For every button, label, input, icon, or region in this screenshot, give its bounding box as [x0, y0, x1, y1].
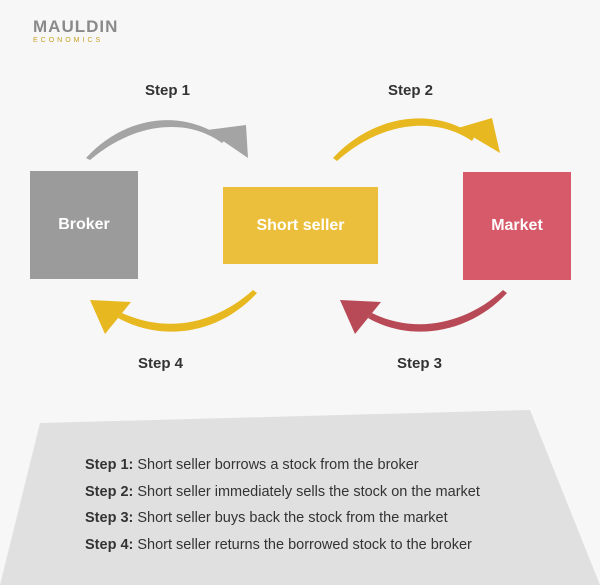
broker-label: Broker	[58, 216, 110, 233]
legend-item: Step 1: Short seller borrows a stock fro…	[85, 452, 480, 479]
legend-text: Short seller buys back the stock from th…	[133, 510, 448, 526]
step4-arrow	[90, 290, 257, 334]
market-box: Market	[463, 172, 571, 280]
step3-label: Step 3	[397, 355, 443, 372]
legend-term: Step 4:	[85, 536, 134, 553]
step-legend: Step 1: Short seller borrows a stock fro…	[85, 452, 480, 558]
short-seller-box: Short seller	[223, 187, 378, 264]
legend-term: Step 3:	[85, 510, 134, 526]
legend-text: Short seller returns the borrowed stock …	[133, 536, 472, 553]
legend-text: Short seller borrows a stock from the br…	[133, 457, 419, 473]
legend-text: Short seller immediately sells the stock…	[133, 483, 480, 500]
step2-label: Step 2	[388, 82, 434, 99]
legend-item: Step 3: Short seller buys back the stock…	[85, 505, 480, 532]
step3-arrow	[340, 290, 507, 334]
legend-term: Step 1:	[85, 457, 134, 473]
market-label: Market	[491, 217, 543, 234]
legend-term: Step 2:	[85, 483, 134, 500]
step1-arrow	[86, 120, 248, 160]
logo-main-text: MAULDIN	[33, 17, 119, 36]
legend-item: Step 4: Short seller returns the borrowe…	[85, 532, 480, 559]
mauldin-logo: MAULDIN ECONOMICS	[33, 18, 118, 45]
step1-label: Step 1	[145, 82, 191, 99]
logo-sub-text: ECONOMICS	[33, 37, 104, 44]
broker-box: Broker	[30, 171, 138, 279]
legend-item: Step 2: Short seller immediately sells t…	[85, 479, 480, 506]
step4-label: Step 4	[138, 355, 184, 372]
step2-arrow	[333, 118, 500, 161]
short-seller-label: Short seller	[256, 216, 345, 234]
